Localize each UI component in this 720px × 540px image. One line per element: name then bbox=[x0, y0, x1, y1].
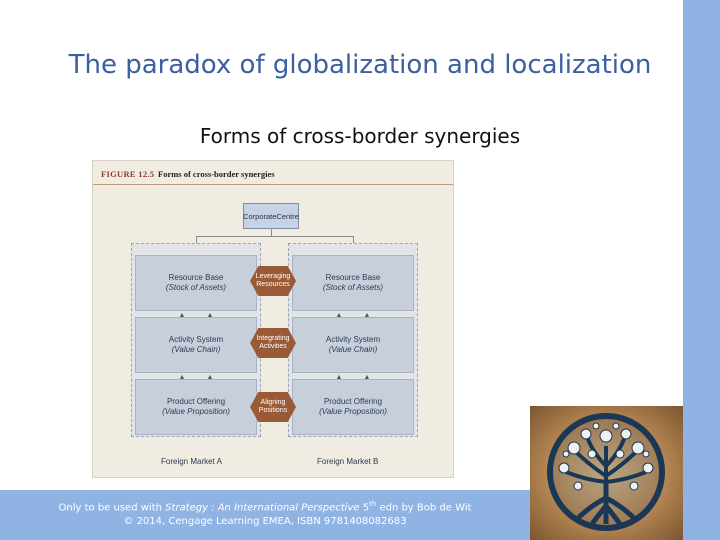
synergies-figure: FIGURE 12.5 Forms of cross-border synerg… bbox=[92, 160, 454, 478]
resource-base-box: Resource Base (Stock of Assets) bbox=[292, 255, 414, 311]
right-accent-strip bbox=[683, 0, 720, 540]
box-sublabel: (Value Chain) bbox=[328, 345, 378, 354]
footer-copyright: Only to be used with Strategy : An Inter… bbox=[0, 497, 530, 529]
box-label: Resource Base bbox=[325, 273, 381, 282]
product-offering-box: Product Offering (Value Proposition) bbox=[292, 379, 414, 435]
footer-prefix: Only to be used with bbox=[58, 502, 166, 514]
product-offering-box: Product Offering (Value Proposition) bbox=[135, 379, 257, 435]
market-a-group: Resource Base (Stock of Assets) ▲▼ ▲▼ Ac… bbox=[131, 243, 261, 437]
box-label: Activity System bbox=[168, 335, 224, 344]
resource-base-box: Resource Base (Stock of Assets) bbox=[135, 255, 257, 311]
box-label: Product Offering bbox=[323, 397, 383, 406]
slide-title: The paradox of globalization and localiz… bbox=[68, 50, 652, 80]
arrow-label-line: Activities bbox=[259, 343, 287, 350]
box-label: Activity System bbox=[325, 335, 381, 344]
arrow-label-line: Aligning bbox=[260, 399, 286, 406]
box-sublabel: (Value Proposition) bbox=[319, 407, 387, 416]
activity-system-box: Activity System (Value Chain) bbox=[135, 317, 257, 373]
centre-label-2: Centre bbox=[276, 211, 299, 221]
connector-vertical bbox=[271, 229, 272, 236]
tree-icon bbox=[547, 413, 665, 531]
box-label: Resource Base bbox=[168, 273, 224, 282]
figure-number: FIGURE 12.5 bbox=[101, 169, 155, 179]
footer-edition: 5 bbox=[359, 502, 370, 514]
market-b-label: Foreign Market B bbox=[317, 457, 379, 466]
slide-subtitle: Forms of cross-border synergies bbox=[199, 124, 521, 148]
activity-system-box: Activity System (Value Chain) bbox=[292, 317, 414, 373]
arrow-label-line: Leveraging bbox=[255, 273, 291, 280]
box-sublabel: (Value Chain) bbox=[171, 345, 221, 354]
box-label: Product Offering bbox=[166, 397, 226, 406]
corporate-centre-box: Corporate Centre bbox=[243, 203, 299, 229]
arrow-label-line: Positions bbox=[258, 407, 288, 414]
arrow-label-line: Resources bbox=[256, 281, 290, 288]
connector-right-drop bbox=[353, 236, 354, 243]
market-b-group: Resource Base (Stock of Assets) ▲▼ ▲▼ Ac… bbox=[288, 243, 418, 437]
footer-line-2: © 2014, Cengage Learning EMEA, ISBN 9781… bbox=[123, 516, 407, 528]
footer-book-title: Strategy : An International Perspective bbox=[165, 502, 360, 514]
box-sublabel: (Stock of Assets) bbox=[165, 283, 227, 292]
market-a-label: Foreign Market A bbox=[161, 457, 222, 466]
tree-of-life-logo bbox=[530, 406, 683, 540]
box-sublabel: (Value Proposition) bbox=[162, 407, 230, 416]
arrow-label-line: Integrating bbox=[256, 335, 290, 342]
figure-caption: Forms of cross-border synergies bbox=[158, 169, 275, 179]
footer-author: edn by Bob de Wit bbox=[376, 502, 472, 514]
connector-horizontal bbox=[196, 236, 353, 237]
footer-edition-suffix: th bbox=[369, 500, 377, 508]
box-sublabel: (Stock of Assets) bbox=[322, 283, 384, 292]
figure-header: FIGURE 12.5 Forms of cross-border synerg… bbox=[93, 161, 453, 185]
footer-line-1: Only to be used with Strategy : An Inter… bbox=[0, 497, 530, 515]
centre-label-1: Corporate bbox=[243, 211, 277, 221]
connector-left-drop bbox=[196, 236, 197, 243]
